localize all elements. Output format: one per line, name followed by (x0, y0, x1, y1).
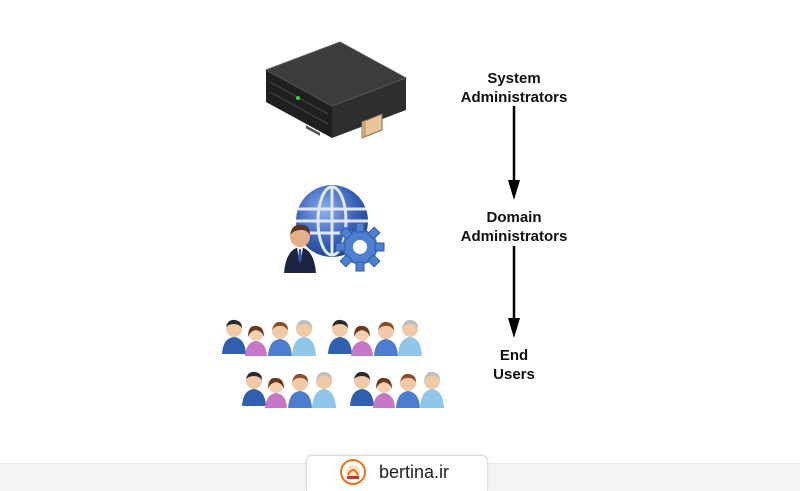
globe-admin-gear-icon (284, 185, 385, 273)
node-label-end-users: End Users (493, 347, 535, 383)
node-label-system-administrators: System Administrators (460, 70, 568, 106)
watermark-tab (306, 455, 488, 491)
bertina-logo-icon (340, 459, 366, 485)
server-icon (264, 41, 408, 139)
node-label-domain-administrators: Domain Administrators (460, 209, 568, 245)
watermark-text: bertina.ir (379, 462, 450, 482)
arrow-system-to-domain (508, 106, 520, 200)
arrow-domain-to-endusers (508, 246, 520, 338)
user-groups-icon (222, 319, 444, 408)
